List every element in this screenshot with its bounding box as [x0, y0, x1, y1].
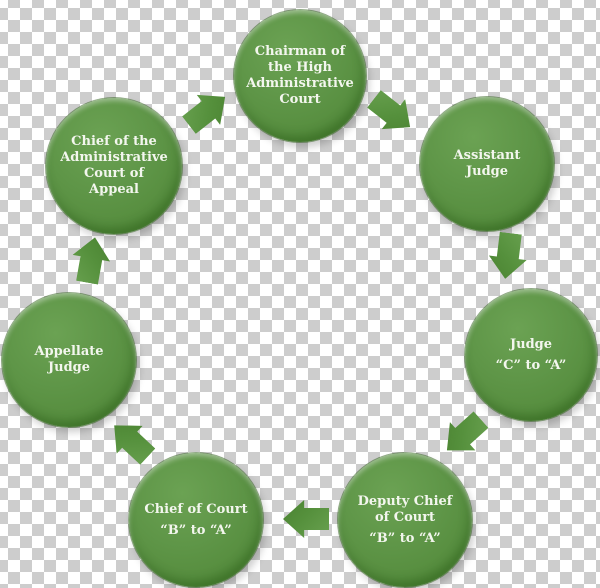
node-label: Chief of Court	[144, 501, 248, 517]
node-judge: Judge “C” to “A”	[465, 289, 597, 421]
arrow-icon-appellate-judge-to-chief-appeal	[68, 234, 113, 286]
arrow-icon-chief-appeal-to-chairman	[177, 82, 237, 140]
node-grade-range: “B” to “A”	[160, 522, 232, 538]
arrow-icon-chairman-to-assistant-judge	[362, 84, 422, 142]
node-grade-range: “B” to “A”	[369, 530, 441, 546]
arrow-icon-deputy-chief-to-chief-of-court	[283, 500, 329, 538]
arrow-icon-judge-to-deputy-chief	[434, 405, 494, 464]
arrow-icon-assistant-judge-to-judge	[486, 231, 529, 281]
arrow-icon-chief-of-court-to-appellate-judge	[101, 411, 161, 470]
node-chief-of-court: Chief of Court “B” to “A”	[129, 453, 263, 587]
node-grade-range: “C” to “A”	[495, 357, 567, 373]
node-label: Judge	[509, 336, 553, 352]
